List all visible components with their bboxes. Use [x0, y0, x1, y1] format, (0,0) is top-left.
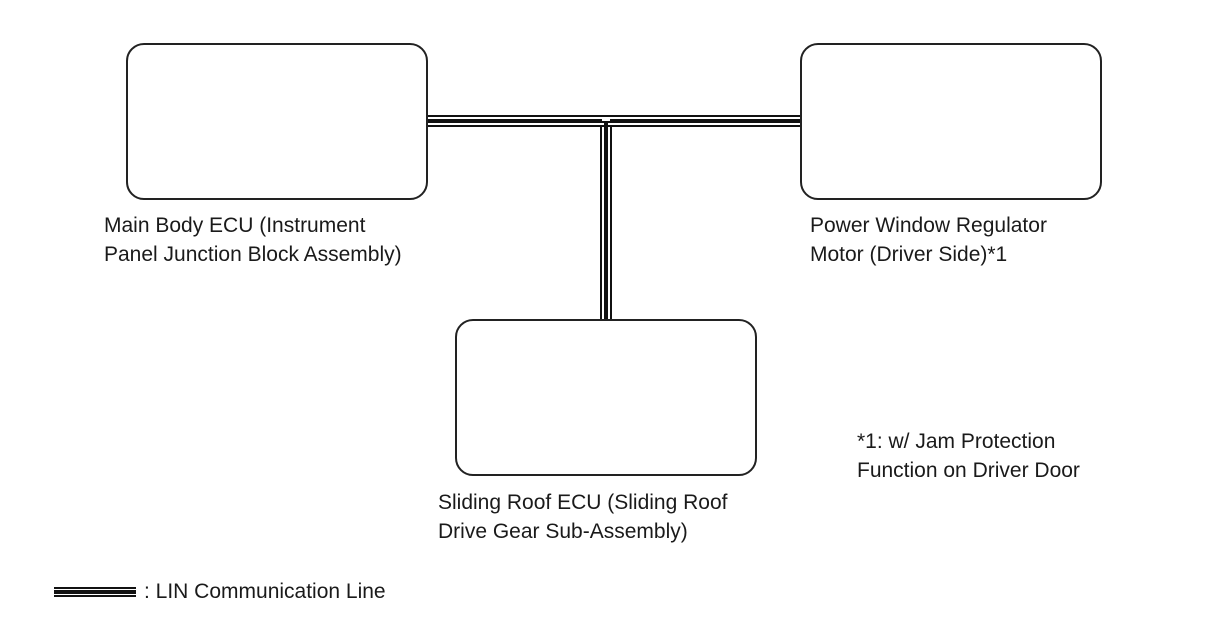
lin-line-legend-swatch [54, 587, 136, 597]
main-body-ecu-label-line-2: Panel Junction Block Assembly) [104, 243, 402, 266]
main-body-ecu-label: Main Body ECU (Instrument Panel Junction… [104, 211, 402, 269]
vertical-lin-line [600, 121, 612, 321]
sliding-roof-ecu-label-line-2: Drive Gear Sub-Assembly) [438, 520, 688, 543]
power-window-motor-label-line-1: Power Window Regulator [810, 214, 1047, 237]
power-window-motor-label-line-2: Motor (Driver Side)*1 [810, 243, 1008, 266]
lin-line-legend-label: : LIN Communication Line [144, 580, 386, 603]
main-body-ecu-box [126, 43, 428, 200]
power-window-motor-label: Power Window Regulator Motor (Driver Sid… [810, 211, 1047, 269]
main-body-ecu-label-line-1: Main Body ECU (Instrument [104, 214, 366, 237]
footnote: *1: w/ Jam Protection Function on Driver… [857, 427, 1080, 485]
sliding-roof-ecu-label: Sliding Roof ECU (Sliding Roof Drive Gea… [438, 488, 727, 546]
horizontal-lin-line [426, 115, 801, 127]
footnote-line-2: Function on Driver Door [857, 459, 1080, 482]
footnote-line-1: *1: w/ Jam Protection [857, 430, 1056, 453]
sliding-roof-ecu-box [455, 319, 757, 476]
power-window-motor-box [800, 43, 1102, 200]
sliding-roof-ecu-label-line-1: Sliding Roof ECU (Sliding Roof [438, 491, 728, 514]
